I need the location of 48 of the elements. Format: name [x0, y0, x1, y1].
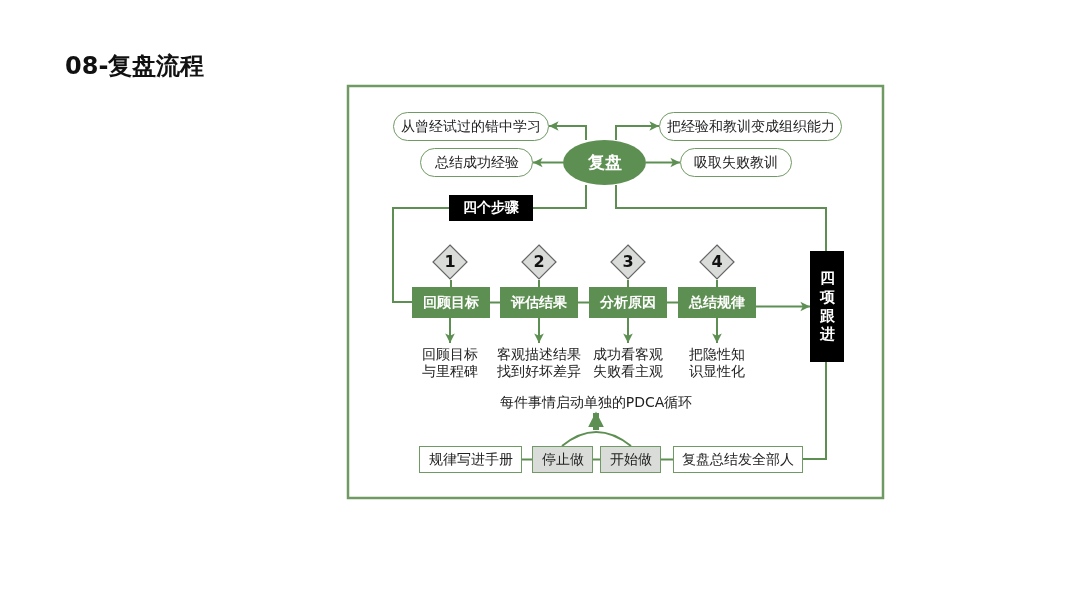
arrow — [755, 301, 811, 312]
connector-line — [716, 279, 718, 288]
step-diamond: 4 — [699, 244, 735, 280]
idea-pill: 吸取失败教训 — [680, 148, 792, 177]
connector-line — [577, 301, 590, 304]
action-box: 复盘总结发全部人 — [673, 446, 803, 473]
step-box: 总结规律 — [678, 287, 756, 318]
arrow — [588, 411, 604, 430]
connector-line — [521, 458, 533, 461]
arrow — [532, 157, 564, 168]
connector-line — [592, 458, 601, 461]
connector-line — [666, 301, 679, 304]
step-box: 分析原因 — [589, 287, 667, 318]
connector-line — [802, 361, 827, 460]
connector-line — [561, 431, 632, 447]
cycle-note: 每件事情启动单独的PDCA循环 — [440, 393, 752, 413]
step-box: 回顾目标 — [412, 287, 490, 318]
arrow — [615, 121, 660, 141]
connector-line — [660, 458, 674, 461]
connector-line — [450, 279, 452, 288]
connector-line — [538, 279, 540, 288]
slide-title: 08-复盘流程 — [65, 51, 205, 82]
arrow — [534, 317, 544, 344]
step-note: 把隐性知识显性化 — [685, 343, 749, 383]
connector-line — [489, 301, 501, 304]
arrow — [445, 317, 455, 344]
step-diamond: 1 — [432, 244, 468, 280]
step-box: 评估结果 — [500, 287, 578, 318]
idea-pill: 从曾经试过的错中学习 — [393, 112, 549, 141]
idea-pill: 把经验和教训变成组织能力 — [659, 112, 842, 141]
idea-pill: 总结成功经验 — [420, 148, 533, 177]
action-box: 停止做 — [532, 446, 593, 473]
step-diamond: 2 — [521, 244, 557, 280]
step-diamond: 3 — [610, 244, 646, 280]
action-box: 开始做 — [600, 446, 661, 473]
arrow — [623, 317, 633, 344]
step-note: 客观描述结果找到好坏差异 — [494, 343, 584, 383]
step-note: 回顾目标与里程碑 — [418, 343, 482, 383]
action-box: 规律写进手册 — [419, 446, 522, 473]
arrow — [645, 157, 681, 168]
follow-up-bar: 四项跟进 — [810, 251, 844, 362]
step-note: 成功看客观失败看主观 — [590, 343, 666, 383]
connector-line — [627, 279, 629, 288]
connector-line — [615, 184, 827, 252]
center-ellipse: 复盘 — [563, 140, 646, 185]
edge-label: 四个步骤 — [449, 195, 533, 221]
arrow — [548, 121, 587, 141]
arrow — [712, 317, 722, 344]
